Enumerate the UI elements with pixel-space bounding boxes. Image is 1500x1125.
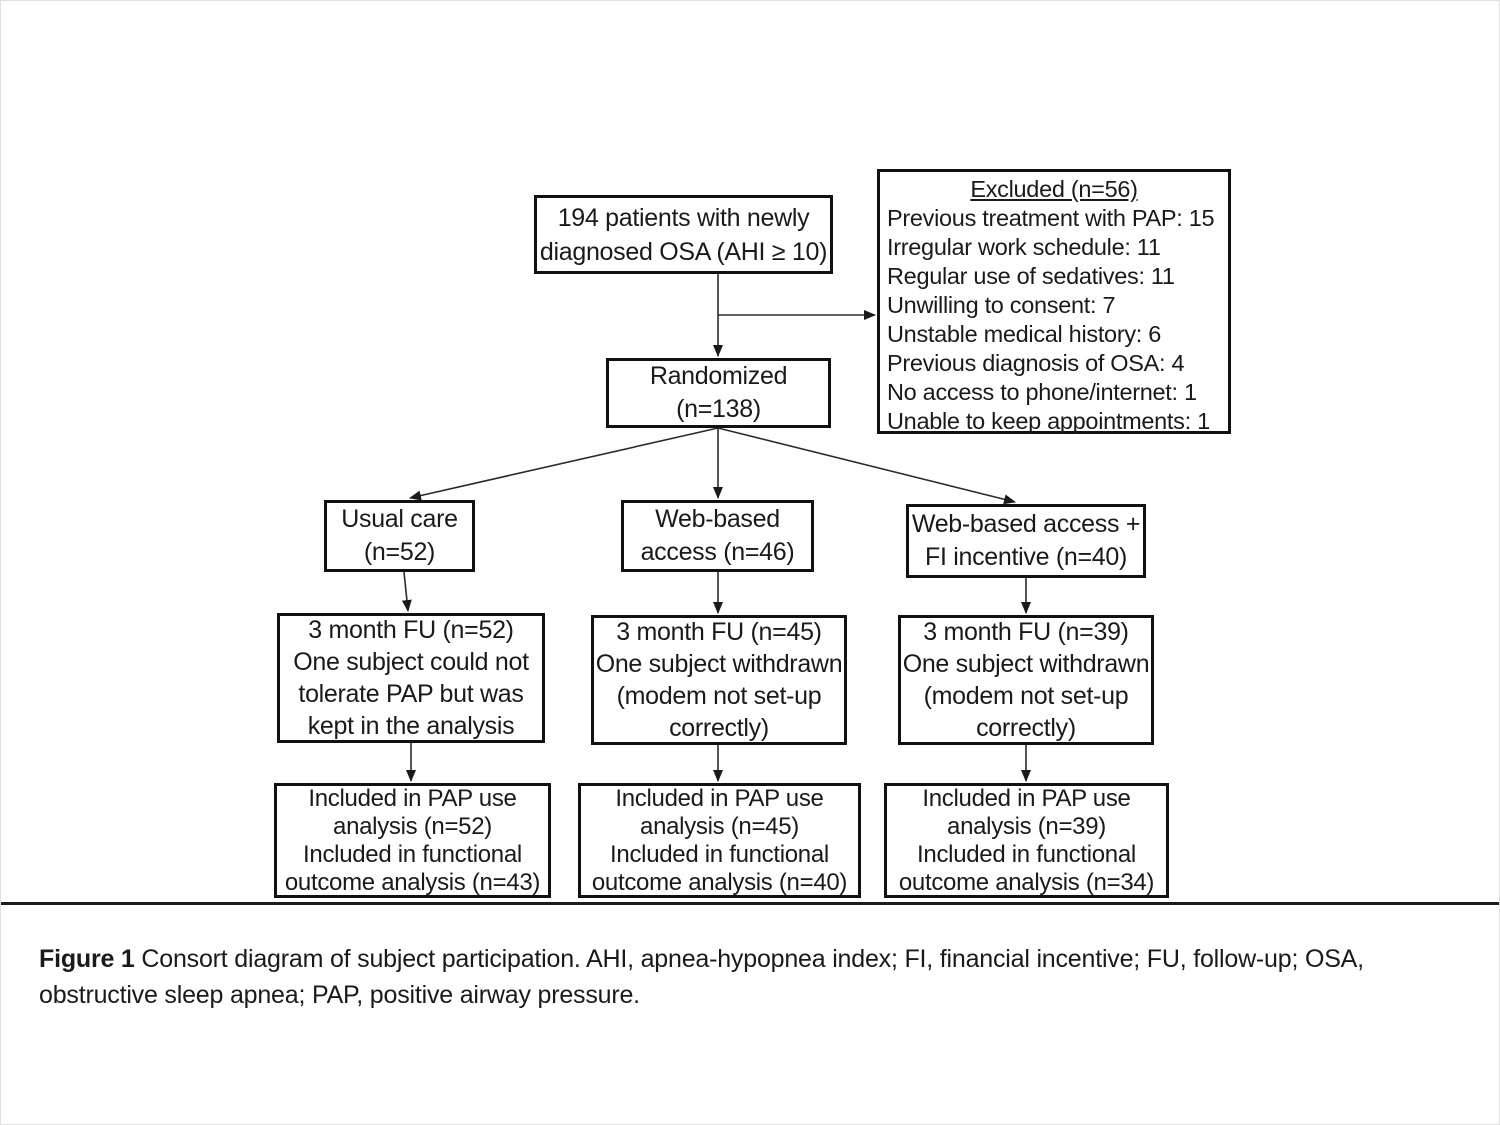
followup-web-access-box: 3 month FU (n=45) One subject withdrawn … xyxy=(591,615,847,745)
followup-usual-care-box: 3 month FU (n=52) One subject could not … xyxy=(277,613,545,743)
followup-web-access-fi-box: 3 month FU (n=39) One subject withdrawn … xyxy=(898,615,1154,745)
excluded-item: No access to phone/internet: 1 xyxy=(887,379,1197,405)
arm-web-access-fi-box: Web-based access + FI incentive (n=40) xyxy=(906,504,1146,578)
excluded-item: Unstable medical history: 6 xyxy=(887,321,1162,347)
figure-caption-line2: obstructive sleep apnea; PAP, positive a… xyxy=(39,981,640,1009)
enrollment-box: 194 patients with newly diagnosed OSA (A… xyxy=(534,195,833,274)
caption-divider xyxy=(1,902,1499,905)
analysis-web-access-box: Included in PAP use analysis (n=45) Incl… xyxy=(578,783,861,898)
figure-caption: Figure 1 Consort diagram of subject part… xyxy=(39,941,1439,1013)
excluded-item: Unable to keep appointments: 1 xyxy=(887,408,1210,434)
randomized-box: Randomized (n=138) xyxy=(606,358,831,428)
excluded-box: Excluded (n=56) Previous treatment with … xyxy=(877,169,1231,434)
excluded-item: Regular use of sedatives: 11 xyxy=(887,263,1175,289)
excluded-item: Previous diagnosis of OSA: 4 xyxy=(887,350,1185,376)
analysis-web-access-fi-box: Included in PAP use analysis (n=39) Incl… xyxy=(884,783,1169,898)
arm-web-access-box: Web-based access (n=46) xyxy=(621,500,814,572)
analysis-usual-care-box: Included in PAP use analysis (n=52) Incl… xyxy=(274,783,551,898)
excluded-item: Previous treatment with PAP: 15 xyxy=(887,205,1215,231)
excluded-item: Irregular work schedule: 11 xyxy=(887,234,1161,260)
arm-usual-care-box: Usual care (n=52) xyxy=(324,500,475,572)
figure-caption-label: Figure 1 xyxy=(39,945,135,973)
figure-caption-line1: Consort diagram of subject participation… xyxy=(141,945,1364,973)
excluded-title: Excluded (n=56) xyxy=(970,176,1138,202)
excluded-item: Unwilling to consent: 7 xyxy=(887,292,1116,318)
